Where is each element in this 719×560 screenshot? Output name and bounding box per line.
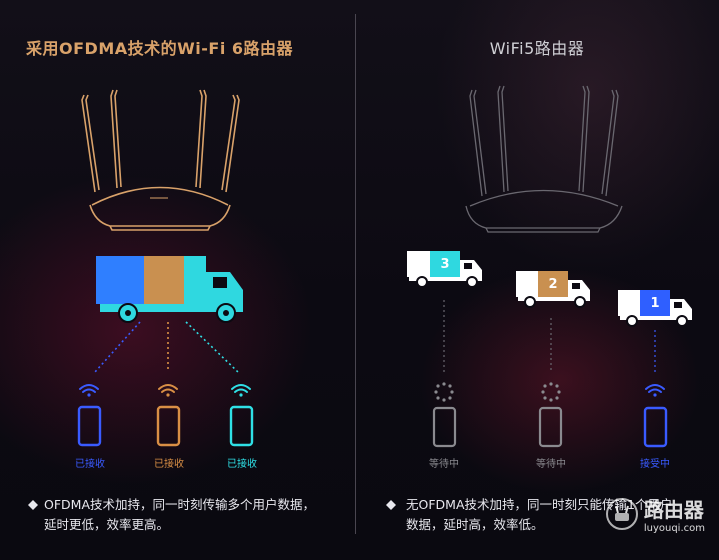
right-phone-3-status: 接受中 bbox=[640, 459, 670, 470]
loading-spinner-icon bbox=[541, 382, 561, 402]
wifi-icon bbox=[231, 384, 251, 398]
bullet-diamond-icon bbox=[386, 500, 396, 510]
multi-cargo-truck-icon bbox=[96, 256, 243, 323]
router-logo-icon bbox=[605, 498, 638, 530]
left-transmission-lines bbox=[94, 321, 239, 373]
right-caption-line-2: 数据，延时高，效率低。 bbox=[406, 517, 544, 532]
watermark: 路由器 luyouqi.com bbox=[605, 494, 705, 534]
right-phone-1-status: 等待中 bbox=[429, 459, 459, 470]
phone-icon bbox=[156, 405, 181, 447]
left-phone-3-status: 已接收 bbox=[227, 459, 257, 470]
truck-3-number: 3 bbox=[440, 257, 450, 272]
wifi-icon bbox=[645, 384, 665, 398]
left-caption: OFDMA技术加持，同一时刻传输多个用户数据， 延时更低，效率更高。 bbox=[44, 495, 349, 535]
right-transmission-lines bbox=[443, 300, 656, 375]
wifi6-router-icon bbox=[81, 89, 240, 231]
left-phone-1 bbox=[77, 384, 102, 447]
watermark-en: luyouqi.com bbox=[643, 523, 705, 534]
right-phone-2-status: 等待中 bbox=[536, 459, 566, 470]
truck-2-icon bbox=[516, 271, 590, 308]
phone-icon bbox=[538, 406, 563, 448]
phone-icon bbox=[229, 405, 254, 447]
right-caption-line-1: 无OFDMA技术加持，同一时刻只能传输1个用户 bbox=[406, 497, 673, 512]
wifi5-router-icon bbox=[465, 85, 623, 233]
left-phone-3 bbox=[229, 384, 254, 447]
wifi-icon bbox=[158, 384, 178, 398]
truck-3-icon bbox=[407, 251, 482, 288]
center-divider bbox=[355, 14, 356, 534]
wifi-icon bbox=[79, 384, 99, 398]
watermark-zh: 路由器 bbox=[643, 498, 704, 522]
truck-1-number: 1 bbox=[650, 296, 660, 311]
truck-1-icon bbox=[618, 290, 692, 327]
left-caption-line-1: OFDMA技术加持，同一时刻传输多个用户数据， bbox=[44, 497, 315, 512]
bullet-diamond-icon bbox=[28, 500, 38, 510]
phone-icon bbox=[643, 406, 668, 448]
left-title: 采用OFDMA技术的Wi-Fi 6路由器 bbox=[26, 39, 294, 58]
right-phone-3 bbox=[643, 384, 668, 448]
phone-icon bbox=[77, 405, 102, 447]
left-phone-1-status: 已接收 bbox=[75, 459, 105, 470]
phone-icon bbox=[432, 406, 457, 448]
loading-spinner-icon bbox=[434, 382, 454, 402]
left-phone-2 bbox=[156, 384, 181, 447]
truck-2-number: 2 bbox=[548, 277, 558, 292]
left-phone-2-status: 已接收 bbox=[154, 459, 184, 470]
left-caption-line-2: 延时更低，效率更高。 bbox=[44, 517, 170, 532]
right-title: WiFi5路由器 bbox=[489, 39, 585, 58]
right-caption: 无OFDMA技术加持，同一时刻只能传输1个用户 数据，延时高，效率低。 bbox=[406, 495, 711, 535]
